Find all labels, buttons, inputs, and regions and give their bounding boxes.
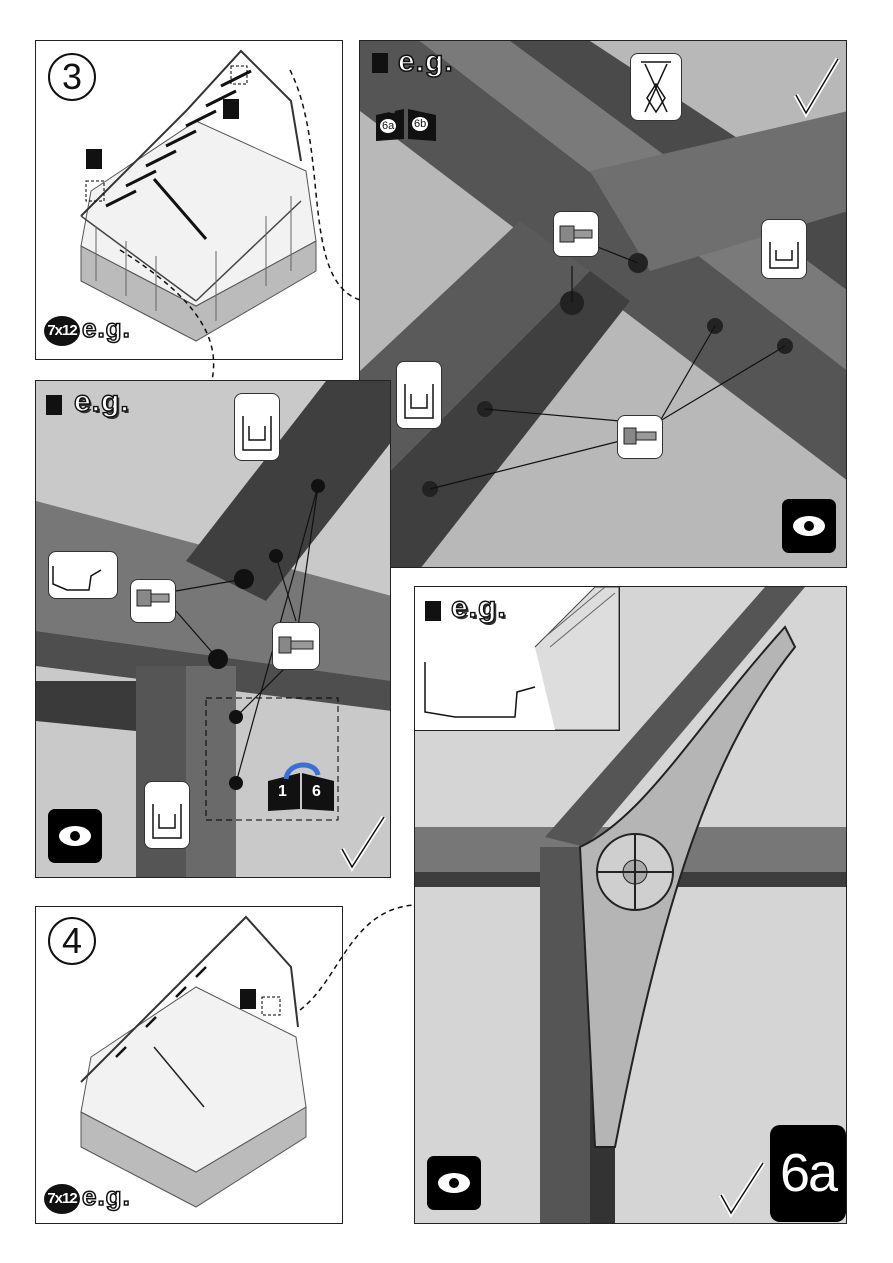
bolt-icon [617, 415, 663, 459]
channel-profile-icon [396, 361, 442, 429]
bolt-icon [130, 579, 176, 623]
page-reference-icon: 1 6 [266, 761, 336, 813]
gutter-inset: e.g. [415, 587, 620, 731]
marker-square [46, 395, 62, 415]
page-reference-icon: 6a 6b [374, 97, 438, 143]
page-ref-a: 6a [380, 119, 396, 133]
step-4-panel: 4 7x12 e.g. [35, 906, 343, 1224]
scissor-fold-icon [630, 53, 682, 121]
marker-square [372, 53, 388, 73]
quantity-badge: 7x12 [44, 1184, 80, 1214]
marker-square [223, 99, 239, 119]
eg-label: e.g. [398, 45, 454, 79]
bolt-icon [272, 622, 320, 670]
frame-closeup [36, 381, 391, 878]
page-ref-left: 1 [278, 783, 287, 801]
bolt-detail-panel-top: e.g. 6a 6b [359, 40, 847, 568]
eg-label: e.g. [82, 313, 131, 344]
eg-label: e.g. [82, 1181, 131, 1212]
eye-icon [782, 499, 836, 553]
eye-icon [48, 809, 102, 863]
step-3-panel: 3 7x12 e.g. [35, 40, 343, 360]
page-number: 6a [770, 1125, 846, 1222]
eg-label: e.g. [451, 591, 507, 625]
marker-square [425, 601, 441, 621]
quantity-badge: 7x12 [44, 316, 80, 346]
gutter-profile-icon [48, 551, 118, 599]
bolt-detail-panel-middle: e.g. 1 6 [35, 380, 391, 878]
channel-profile-icon [234, 393, 280, 461]
eg-label: e.g. [74, 385, 130, 419]
bolt-icon [553, 211, 599, 257]
page-ref-right: 6 [312, 783, 321, 801]
page-ref-b: 6b [412, 117, 428, 131]
marker-square [240, 989, 256, 1009]
eye-icon [427, 1156, 481, 1210]
marker-square [86, 149, 102, 169]
channel-profile-icon [144, 781, 190, 849]
channel-profile-icon [761, 219, 807, 279]
greenhouse-illustration [36, 907, 343, 1224]
